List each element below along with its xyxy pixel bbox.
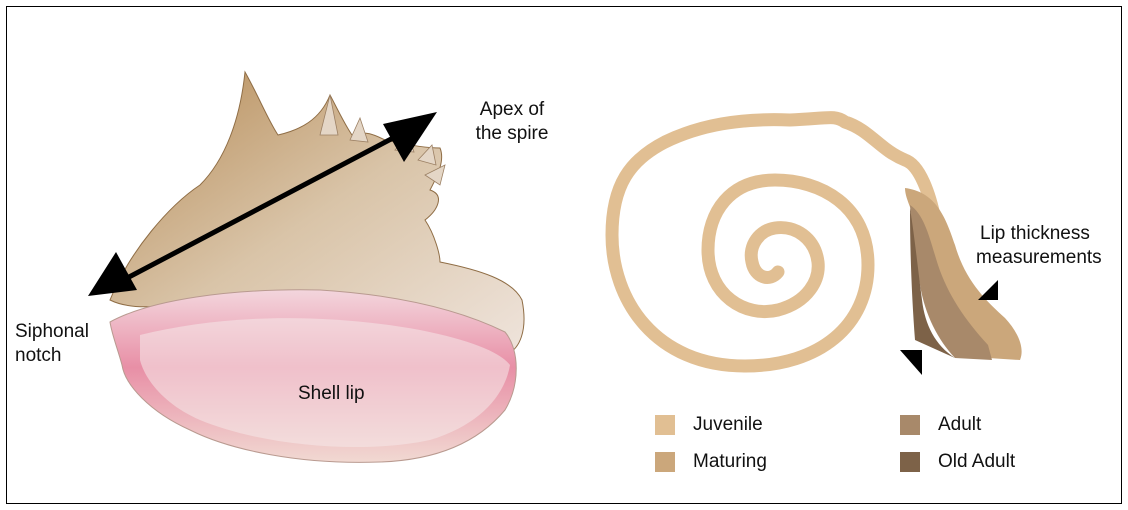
label-lip-line2: measurements [976, 246, 1102, 270]
lip-marker-lower [900, 350, 922, 375]
spiral-cross-section [612, 118, 1022, 375]
label-shell-lip: Shell lip [298, 382, 365, 406]
label-apex-line2: the spire [464, 122, 560, 146]
legend-label-juvenile: Juvenile [693, 413, 763, 437]
legend-swatch-adult [900, 415, 920, 435]
legend-label-maturing: Maturing [693, 450, 767, 474]
legend-item-juvenile: Juvenile [655, 413, 763, 437]
spiral-juvenile-inner [708, 180, 868, 366]
legend-item-adult: Adult [900, 413, 981, 437]
legend-item-maturing: Maturing [655, 450, 767, 474]
label-apex-line1: Apex of [464, 98, 560, 122]
legend-swatch-old-adult [900, 452, 920, 472]
legend-label-adult: Adult [938, 413, 981, 437]
legend-item-old-adult: Old Adult [900, 450, 1015, 474]
lip-marker-upper [978, 280, 998, 300]
label-apex-of-spire: Apex of the spire [464, 98, 560, 146]
legend-swatch-juvenile [655, 415, 675, 435]
label-siphonal-notch: Siphonal notch [15, 320, 89, 368]
spiral-juvenile-band [612, 118, 935, 366]
legend-label-old-adult: Old Adult [938, 450, 1015, 474]
label-siphonal-line1: Siphonal [15, 320, 89, 344]
label-lip-line1: Lip thickness [976, 222, 1102, 246]
label-lip-thickness: Lip thickness measurements [976, 222, 1102, 270]
legend-swatch-maturing [655, 452, 675, 472]
label-siphonal-line2: notch [15, 344, 89, 368]
